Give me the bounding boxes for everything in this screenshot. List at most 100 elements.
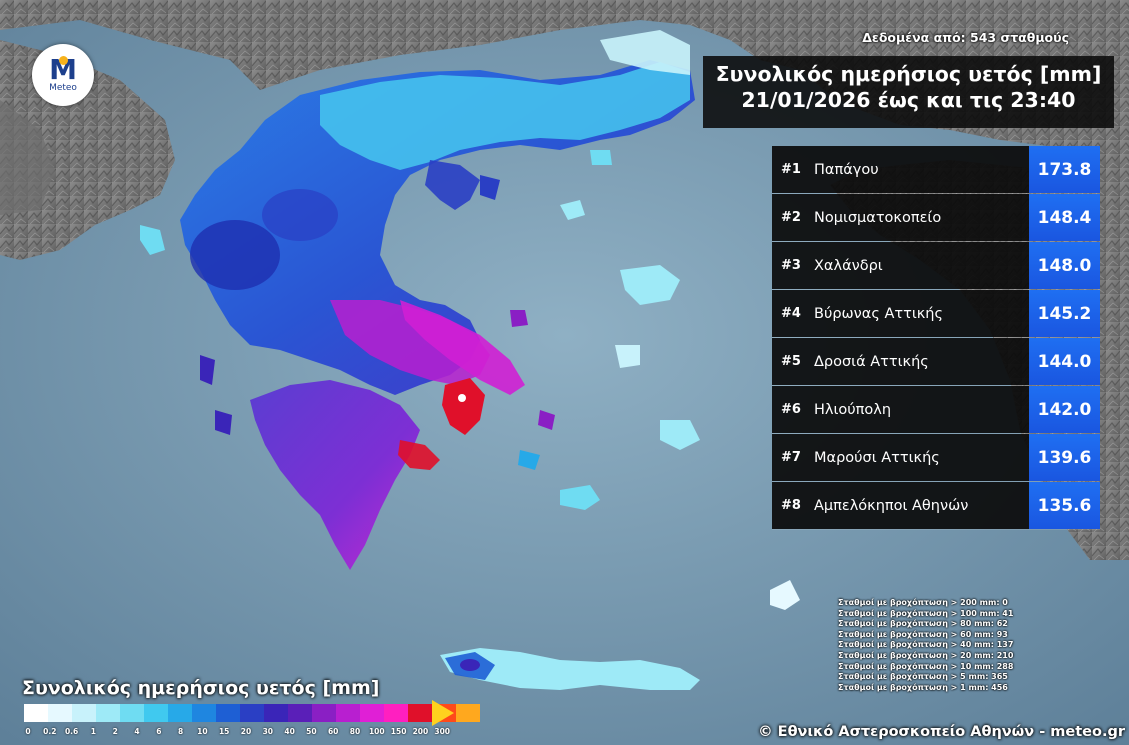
legend-swatch: [192, 704, 216, 722]
legend-tick-label: 60: [327, 727, 339, 736]
count-line: Σταθμοί με βροχόπτωση > 80 mm: 62: [838, 619, 1008, 629]
ranking-row: #8 Αμπελόκηποι Αθηνών 135.6: [772, 482, 1100, 530]
legend-tick-label: 80: [349, 727, 361, 736]
legend-tick-label: 50: [306, 727, 317, 736]
rank-number: #3: [772, 242, 810, 289]
legend-swatch: [216, 704, 240, 722]
legend-tick-label: 10: [197, 727, 208, 736]
station-name: Χαλάνδρι: [810, 242, 1029, 289]
count-line: Σταθμοί με βροχόπτωση > 1 mm: 456: [838, 682, 1008, 692]
title-line-2: 21/01/2026 έως και τις 23:40: [741, 88, 1076, 112]
legend-swatch: [48, 704, 72, 722]
legend-swatch: [360, 704, 384, 722]
rank-number: #4: [772, 290, 810, 337]
legend-tick-label: 0: [25, 727, 31, 736]
rainfall-value: 142.0: [1029, 386, 1100, 433]
evia: [400, 300, 525, 395]
peloponnese: [250, 380, 420, 570]
title-line-1: Συνολικός ημερήσιος υετός [mm]: [715, 62, 1102, 86]
rainfall-value: 148.4: [1029, 194, 1100, 241]
count-line: Σταθμοί με βροχόπτωση > 20 mm: 210: [838, 650, 1014, 660]
legend-swatch: [96, 704, 120, 722]
rank-number: #8: [772, 482, 810, 529]
legend-swatch: [120, 704, 144, 722]
legend-tick-label: 20: [240, 727, 252, 736]
station-name: Μαρούσι Αττικής: [810, 434, 1029, 481]
legend-swatch: [312, 704, 336, 722]
ranking-row: #2 Νομισματοκοπείο 148.4: [772, 194, 1100, 242]
legend-swatch: [408, 704, 432, 722]
legend-tick-label: 40: [284, 727, 295, 736]
count-line: Σταθμοί με βροχόπτωση > 40 mm: 137: [838, 640, 1014, 650]
station-name: Βύρωνας Αττικής: [810, 290, 1029, 337]
rainfall-value: 145.2: [1029, 290, 1100, 337]
title-box: Συνολικός ημερήσιος υετός [mm] 21/01/202…: [703, 56, 1114, 128]
stations-note: Δεδομένα από: 543 σταθμούς: [862, 30, 1069, 45]
legend-color-bar: [24, 704, 480, 722]
crete: [440, 648, 700, 690]
legend-tick-label: 0.6: [64, 727, 79, 736]
ranking-row: #7 Μαρούσι Αττικής 139.6: [772, 434, 1100, 482]
station-name: Αμπελόκηποι Αθηνών: [810, 482, 1029, 529]
legend-tick-label: 6: [156, 727, 162, 736]
mainland-greece: [180, 60, 695, 395]
station-name: Νομισματοκοπείο: [810, 194, 1029, 241]
legend-tick-label: 200: [412, 727, 429, 736]
rank-number: #1: [772, 146, 810, 193]
station-name: Παπάγου: [810, 146, 1029, 193]
legend-swatch: [24, 704, 48, 722]
legend-swatch: [456, 704, 480, 722]
ranking-row: #6 Ηλιούπολη 142.0: [772, 386, 1100, 434]
station-name: Ηλιούπολη: [810, 386, 1029, 433]
ranking-row: #1 Παπάγου 173.8: [772, 146, 1100, 194]
legend-title: Συνολικός ημερήσιος υετός [mm]: [22, 677, 380, 699]
rainfall-value: 148.0: [1029, 242, 1100, 289]
legend-swatch: [336, 704, 360, 722]
count-line: Σταθμοί με βροχόπτωση > 100 mm: 41: [838, 608, 1014, 618]
station-name: Δροσιά Αττικής: [810, 338, 1029, 385]
rainfall-value: 173.8: [1029, 146, 1100, 193]
legend-tick-label: 8: [177, 727, 184, 736]
legend-swatch: [72, 704, 96, 722]
legend-tick-label: 2: [112, 727, 118, 736]
attica-hotspot: [442, 378, 485, 435]
legend-tick-label: 300: [434, 727, 451, 736]
legend-tick-label: 15: [218, 727, 230, 736]
legend-swatch: [384, 704, 408, 722]
station-ranking-table: #1 Παπάγου 173.8 #2 Νομισματοκοπείο 148.…: [772, 146, 1100, 530]
legend-swatch: [288, 704, 312, 722]
legend-swatch: [168, 704, 192, 722]
legend-tick-label: 100: [368, 727, 385, 736]
count-line: Σταθμοί με βροχόπτωση > 10 mm: 288: [838, 661, 1014, 671]
northern-land: [0, 0, 1129, 175]
lesvos: [620, 265, 680, 305]
count-line: Σταθμοί με βροχόπτωση > 60 mm: 93: [838, 629, 1008, 639]
legend-tick-label: 1: [90, 727, 96, 736]
legend-arrow-icon: [432, 700, 454, 726]
legend-tick-label: 150: [390, 727, 407, 736]
count-line: Σταθμοί με βροχόπτωση > 200 mm: 0: [838, 598, 1008, 607]
rank-number: #7: [772, 434, 810, 481]
legend-swatch: [264, 704, 288, 722]
station-counts: Σταθμοί με βροχόπτωση > 200 mm: 0 Σταθμο…: [838, 598, 1013, 693]
rainfall-value: 135.6: [1029, 482, 1100, 529]
ranking-row: #3 Χαλάνδρι 148.0: [772, 242, 1100, 290]
legend-swatch: [144, 704, 168, 722]
rank-number: #5: [772, 338, 810, 385]
rank-number: #2: [772, 194, 810, 241]
rainfall-value: 139.6: [1029, 434, 1100, 481]
legend-swatch: [240, 704, 264, 722]
rainfall-value: 144.0: [1029, 338, 1100, 385]
logo-wordmark: Meteo: [49, 83, 77, 93]
legend-tick-label: 30: [262, 727, 274, 736]
legend-tick-label: 0.2: [43, 727, 57, 736]
ranking-row: #4 Βύρωνας Αττικής 145.2: [772, 290, 1100, 338]
logo-dot-icon: [59, 56, 68, 65]
legend-tick-label: 4: [134, 727, 140, 736]
count-line: Σταθμοί με βροχόπτωση > 5 mm: 365: [838, 672, 1008, 682]
meteo-logo: M Meteo: [32, 44, 94, 106]
rank-number: #6: [772, 386, 810, 433]
ranking-row: #5 Δροσιά Αττικής 144.0: [772, 338, 1100, 386]
athens-marker-icon: [458, 394, 466, 402]
